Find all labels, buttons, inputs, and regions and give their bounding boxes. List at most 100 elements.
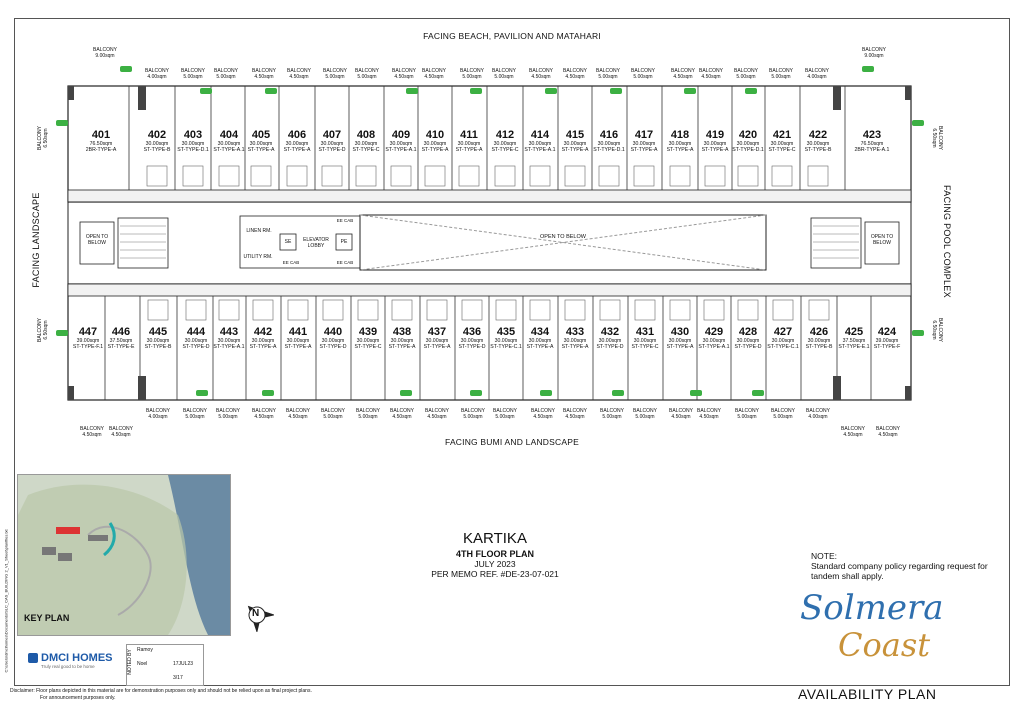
bathroom-block [321,165,343,187]
elevator-lobby-label: ELEVATOR LOBBY [303,237,329,249]
unit-area: 39.00sqm [875,338,899,344]
bottom-unit-partitions [104,296,872,400]
bathroom-block [634,299,656,321]
noted-by-label: NOTED BY [126,649,133,675]
bathroom-block [598,165,620,187]
unit-type: ST-TYPE-A [284,344,312,350]
balcony-area: 5.00sqm [323,414,343,420]
balcony-label: BALCONY [735,408,759,414]
unit-area: 30.00sqm [807,338,831,344]
balcony-label: BALCONY [252,68,276,74]
unit-area: 30.00sqm [356,338,380,344]
balcony-label: BALCONY [669,408,693,414]
balcony-area: 4.50sqm [671,414,691,420]
north-arrow-icon: N [240,598,276,634]
unit-type: ST-TYPE-A.1 [213,344,245,350]
unit-number: 421 [772,129,792,141]
balcony-area: 4.50sqm [254,74,274,80]
unit-area: 30.00sqm [528,338,552,344]
planter-side [56,330,68,336]
availability-plan-label: AVAILABILITY PLAN [798,686,937,702]
bathroom-block [564,165,586,187]
unit-area: 30.00sqm [633,338,657,344]
disclaimer-secondary: For announcement purposes only. [40,695,116,701]
unit-type: ST-TYPE-C.1 [767,344,799,350]
balcony-area: 5.00sqm [183,74,203,80]
unit-number: 425 [844,326,864,338]
unit-area: 37.50sqm [109,338,133,344]
balcony-area: 5.00sqm [185,414,205,420]
balcony-label: BALCONY [671,68,695,74]
unit-type: ST-TYPE-D [458,344,486,350]
unit-area: 30.00sqm [251,338,275,344]
unit-type: ST-TYPE-C [631,344,659,350]
balcony-label: BALCONY [492,68,516,74]
passenger-elevator-label: PE [340,239,348,245]
balcony-label: BALCONY [633,408,657,414]
unit-area: 30.00sqm [423,141,447,147]
unit-type: ST-TYPE-D [596,344,624,350]
planter-top [406,88,418,94]
unit-type: ST-TYPE-B [804,147,832,153]
bathroom-block [703,299,725,321]
unit-number: 416 [599,129,619,141]
balcony-label: BALCONY [214,68,238,74]
balcony-area: 4.00sqm [808,414,828,420]
unit-area: 30.00sqm [184,338,208,344]
logo-word-solmera: Solmera [800,588,944,628]
unit-type: ST-TYPE-A [455,147,483,153]
